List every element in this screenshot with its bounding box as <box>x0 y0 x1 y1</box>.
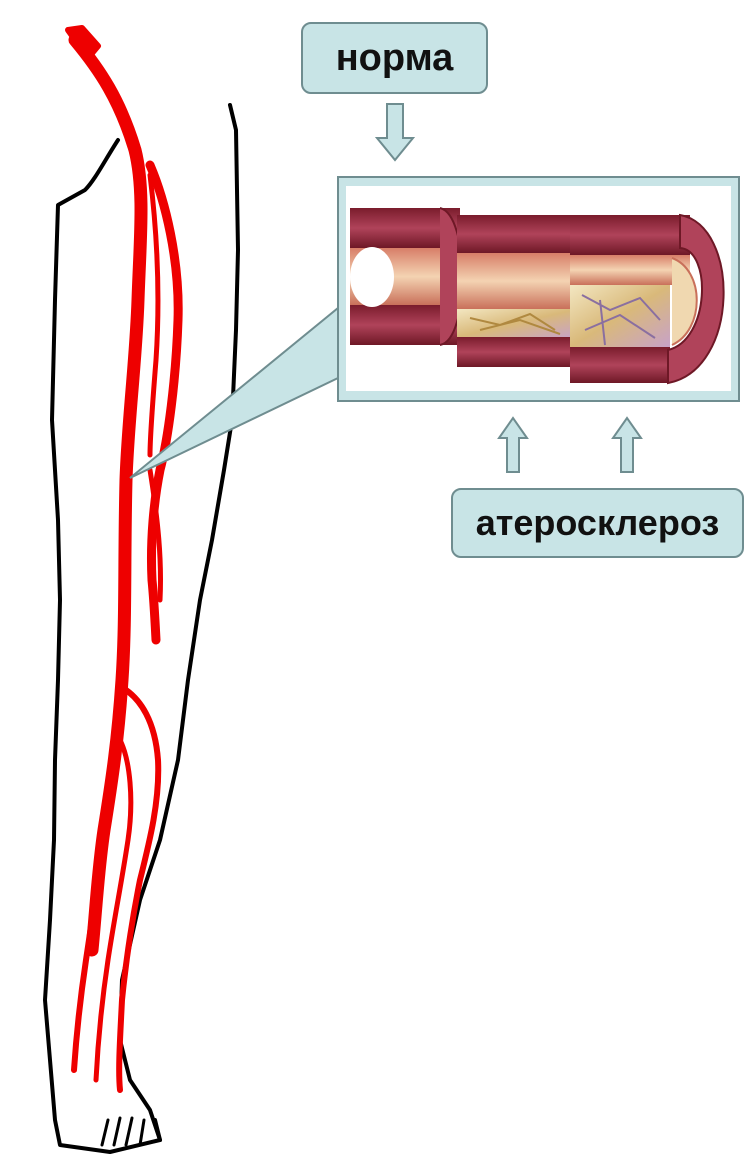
hollow-arrow-up-icon <box>499 418 527 472</box>
label-atherosclerosis: атеросклероз <box>451 488 744 558</box>
lateral-branch <box>150 175 158 455</box>
toe-lines <box>102 1118 144 1145</box>
hollow-arrow-up-icon <box>613 418 641 472</box>
vessel-segment-plaque-moderate <box>457 215 577 367</box>
hollow-arrow-down-icon <box>377 104 413 160</box>
artery-tree <box>68 28 178 1090</box>
vessel-segment-plaque-severe <box>570 215 724 383</box>
label-norm: норма <box>301 22 488 94</box>
vessel-segment-normal <box>350 208 463 345</box>
